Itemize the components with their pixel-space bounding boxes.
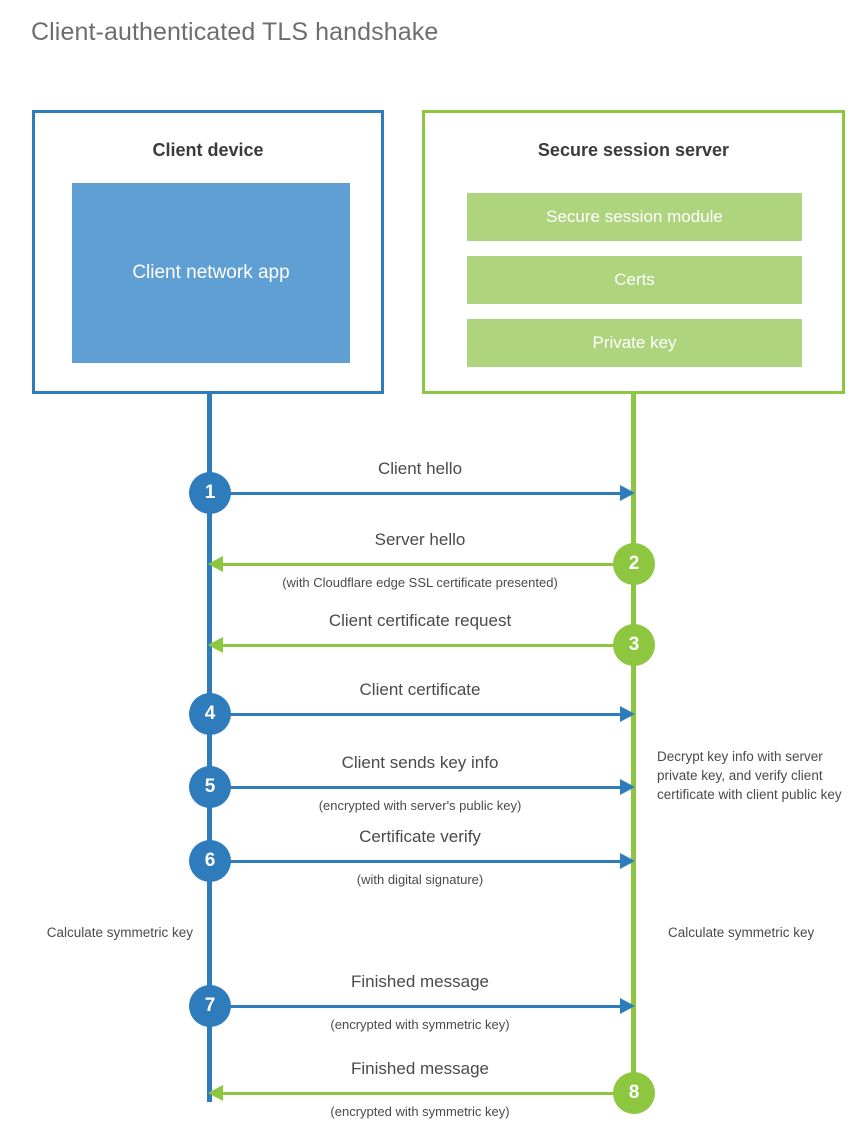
- secure-session-server-title: Secure session server: [537, 140, 730, 160]
- step-7-arrow-head-icon: [620, 998, 635, 1014]
- step-3-arrow-head-icon: [208, 637, 223, 653]
- step-8-sublabel: (encrypted with symmetric key): [330, 1104, 510, 1119]
- step-number-badge-2: 2: [613, 543, 655, 585]
- server-lifeline: [631, 392, 636, 1093]
- step-5-label: Client sends key info: [341, 753, 499, 772]
- step-6-label: Certificate verify: [359, 827, 481, 846]
- step-1-label: Client hello: [377, 459, 463, 478]
- step-6-sublabel: (with digital signature): [356, 872, 484, 887]
- step-2-label: Server hello: [374, 530, 466, 549]
- step-5-arrow-head-icon: [620, 779, 635, 795]
- step-2-arrow-line: [213, 563, 633, 566]
- note-calculate-symmetric-key-server: Calculate symmetric key: [668, 925, 815, 940]
- step-7-sublabel: (encrypted with symmetric key): [330, 1017, 510, 1032]
- page-title: Client-authenticated TLS handshake: [31, 18, 439, 46]
- step-2-sublabel: (with Cloudflare edge SSL certificate pr…: [282, 575, 558, 590]
- secure-session-server-box: Secure session server Secure session mod…: [422, 110, 845, 394]
- step-4-arrow-head-icon: [620, 706, 635, 722]
- step-6-arrow-head-icon: [620, 853, 635, 869]
- note-calculate-symmetric-key-client: Calculate symmetric key: [46, 925, 193, 940]
- note-decrypt-key-info: Decrypt key info with server private key…: [657, 749, 842, 803]
- step-number-badge-7: 7: [189, 985, 231, 1027]
- step-7-arrow-line: [209, 1005, 628, 1008]
- step-3-label: Client certificate request: [328, 611, 512, 630]
- step-number-badge-8: 8: [613, 1072, 655, 1114]
- step-8-arrow-head-icon: [208, 1085, 223, 1101]
- step-number-badge-1: 1: [189, 472, 231, 514]
- step-1-arrow-head-icon: [620, 485, 635, 501]
- step-number-badge-3: 3: [613, 624, 655, 666]
- step-2-arrow-head-icon: [208, 556, 223, 572]
- client-device-title: Client device: [152, 140, 264, 160]
- server-component-secure-session-module: Secure session module: [467, 193, 802, 241]
- step-8-arrow-line: [213, 1092, 633, 1095]
- step-7-label: Finished message: [351, 972, 489, 991]
- step-1-arrow-line: [209, 492, 628, 495]
- step-number-badge-5: 5: [189, 766, 231, 808]
- step-number-badge-6: 6: [189, 840, 231, 882]
- client-lifeline: [207, 392, 212, 1102]
- step-6-arrow-line: [209, 860, 628, 863]
- client-device-box: Client device Client network app: [32, 110, 384, 394]
- step-4-label: Client certificate: [359, 680, 481, 699]
- step-4-arrow-line: [209, 713, 628, 716]
- step-5-arrow-line: [209, 786, 628, 789]
- step-number-badge-4: 4: [189, 693, 231, 735]
- server-component-private-key: Private key: [467, 319, 802, 367]
- client-network-app-block: Client network app: [72, 183, 350, 363]
- step-8-label: Finished message: [351, 1059, 489, 1078]
- step-5-sublabel: (encrypted with server's public key): [318, 798, 522, 813]
- step-3-arrow-line: [213, 644, 633, 647]
- server-component-certs: Certs: [467, 256, 802, 304]
